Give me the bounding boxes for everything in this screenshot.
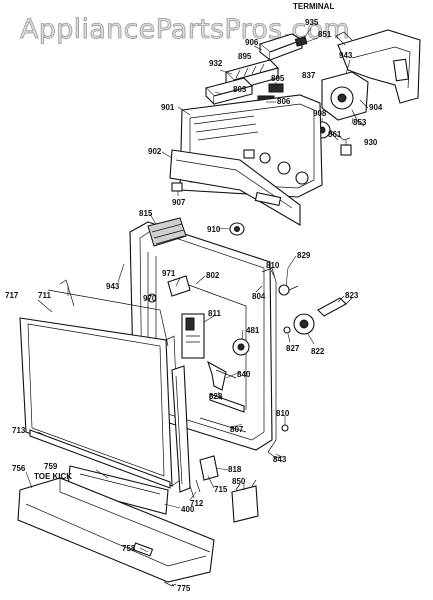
label-810a: 810 — [266, 261, 280, 270]
label-935: 935 — [305, 18, 319, 27]
terminal-block — [258, 33, 308, 62]
rinse-agent-481 — [232, 338, 250, 356]
label-711: 711 — [38, 291, 51, 300]
label-802: 802 — [206, 271, 220, 280]
cable-843 — [267, 451, 283, 459]
terminal-caption: TERMINAL — [293, 2, 334, 11]
label-853: 853 — [353, 118, 367, 127]
label-807: 807 — [230, 425, 244, 434]
label-908: 908 — [313, 109, 327, 118]
door-gasket-804 — [261, 267, 277, 453]
label-811: 811 — [208, 309, 221, 318]
label-822: 822 — [311, 347, 325, 356]
label-712: 712 — [190, 499, 204, 508]
screw-827 — [283, 326, 291, 334]
linkage-840 — [207, 360, 237, 391]
label-481: 481 — [246, 326, 260, 335]
label-713: 713 — [12, 426, 26, 435]
terminal-housing — [335, 29, 421, 104]
hinge-712 — [189, 479, 201, 499]
leader-lines — [25, 27, 369, 587]
label-815: 815 — [139, 209, 153, 218]
label-906: 906 — [245, 38, 259, 47]
part-930 — [340, 144, 352, 156]
label-971: 971 — [162, 269, 176, 278]
label-850: 850 — [232, 477, 246, 486]
hinge-818 — [199, 455, 219, 481]
screw-775 — [163, 581, 177, 587]
label-861: 861 — [328, 130, 342, 139]
door-latch-829 — [278, 284, 299, 296]
screw-810b — [281, 424, 289, 432]
label-810b: 810 — [276, 409, 290, 418]
label-715: 715 — [214, 485, 228, 494]
label-837: 837 — [302, 71, 316, 80]
toe-kick-caption: TOE KICK — [34, 472, 72, 481]
label-759: 759 — [44, 462, 58, 471]
label-851: 851 — [318, 30, 332, 39]
label-932: 932 — [209, 59, 223, 68]
frame-rail — [171, 365, 191, 493]
label-943b: 943 — [106, 282, 120, 291]
part-970 — [147, 293, 157, 303]
label-823: 823 — [345, 291, 359, 300]
toe-kick-756 — [17, 477, 215, 583]
label-827: 827 — [286, 344, 300, 353]
part-907 — [171, 182, 183, 192]
label-804: 804 — [252, 292, 266, 301]
label-902: 902 — [148, 147, 162, 156]
wheel-822 — [293, 313, 315, 335]
label-806: 806 — [277, 97, 291, 106]
label-829: 829 — [297, 251, 311, 260]
kick-plate-759 — [67, 465, 169, 515]
label-930: 930 — [364, 138, 378, 147]
part-910 — [229, 222, 245, 236]
timer-assembly — [321, 71, 369, 127]
watermark-text: AppliancePartsPros.com — [20, 14, 350, 45]
label-756: 756 — [12, 464, 26, 473]
trim-711 — [47, 279, 169, 347]
label-717: 717 — [5, 291, 19, 300]
label-901: 901 — [161, 103, 175, 112]
vent-815 — [147, 217, 187, 247]
label-970: 970 — [143, 294, 157, 303]
label-843: 843 — [273, 455, 287, 464]
label-907: 907 — [172, 198, 186, 207]
label-400: 400 — [181, 505, 195, 514]
label-910: 910 — [207, 225, 221, 234]
label-895: 895 — [238, 52, 252, 61]
latch-arm-823 — [317, 297, 353, 317]
label-803: 803 — [233, 85, 247, 94]
label-904: 904 — [369, 103, 383, 112]
panel-overlay — [169, 149, 301, 226]
bracket-850 — [231, 479, 259, 523]
label-943a: 943 — [339, 51, 353, 60]
label-775: 775 — [177, 584, 191, 593]
side-trim-713 — [29, 429, 171, 489]
label-840: 840 — [237, 370, 251, 379]
label-828: 828 — [209, 392, 223, 401]
switch-block-803 — [204, 77, 254, 106]
label-818: 818 — [228, 465, 242, 474]
dispenser-811 — [181, 313, 205, 359]
strip-828 — [209, 393, 245, 413]
label-758: 758 — [122, 544, 136, 553]
label-805: 805 — [271, 74, 285, 83]
